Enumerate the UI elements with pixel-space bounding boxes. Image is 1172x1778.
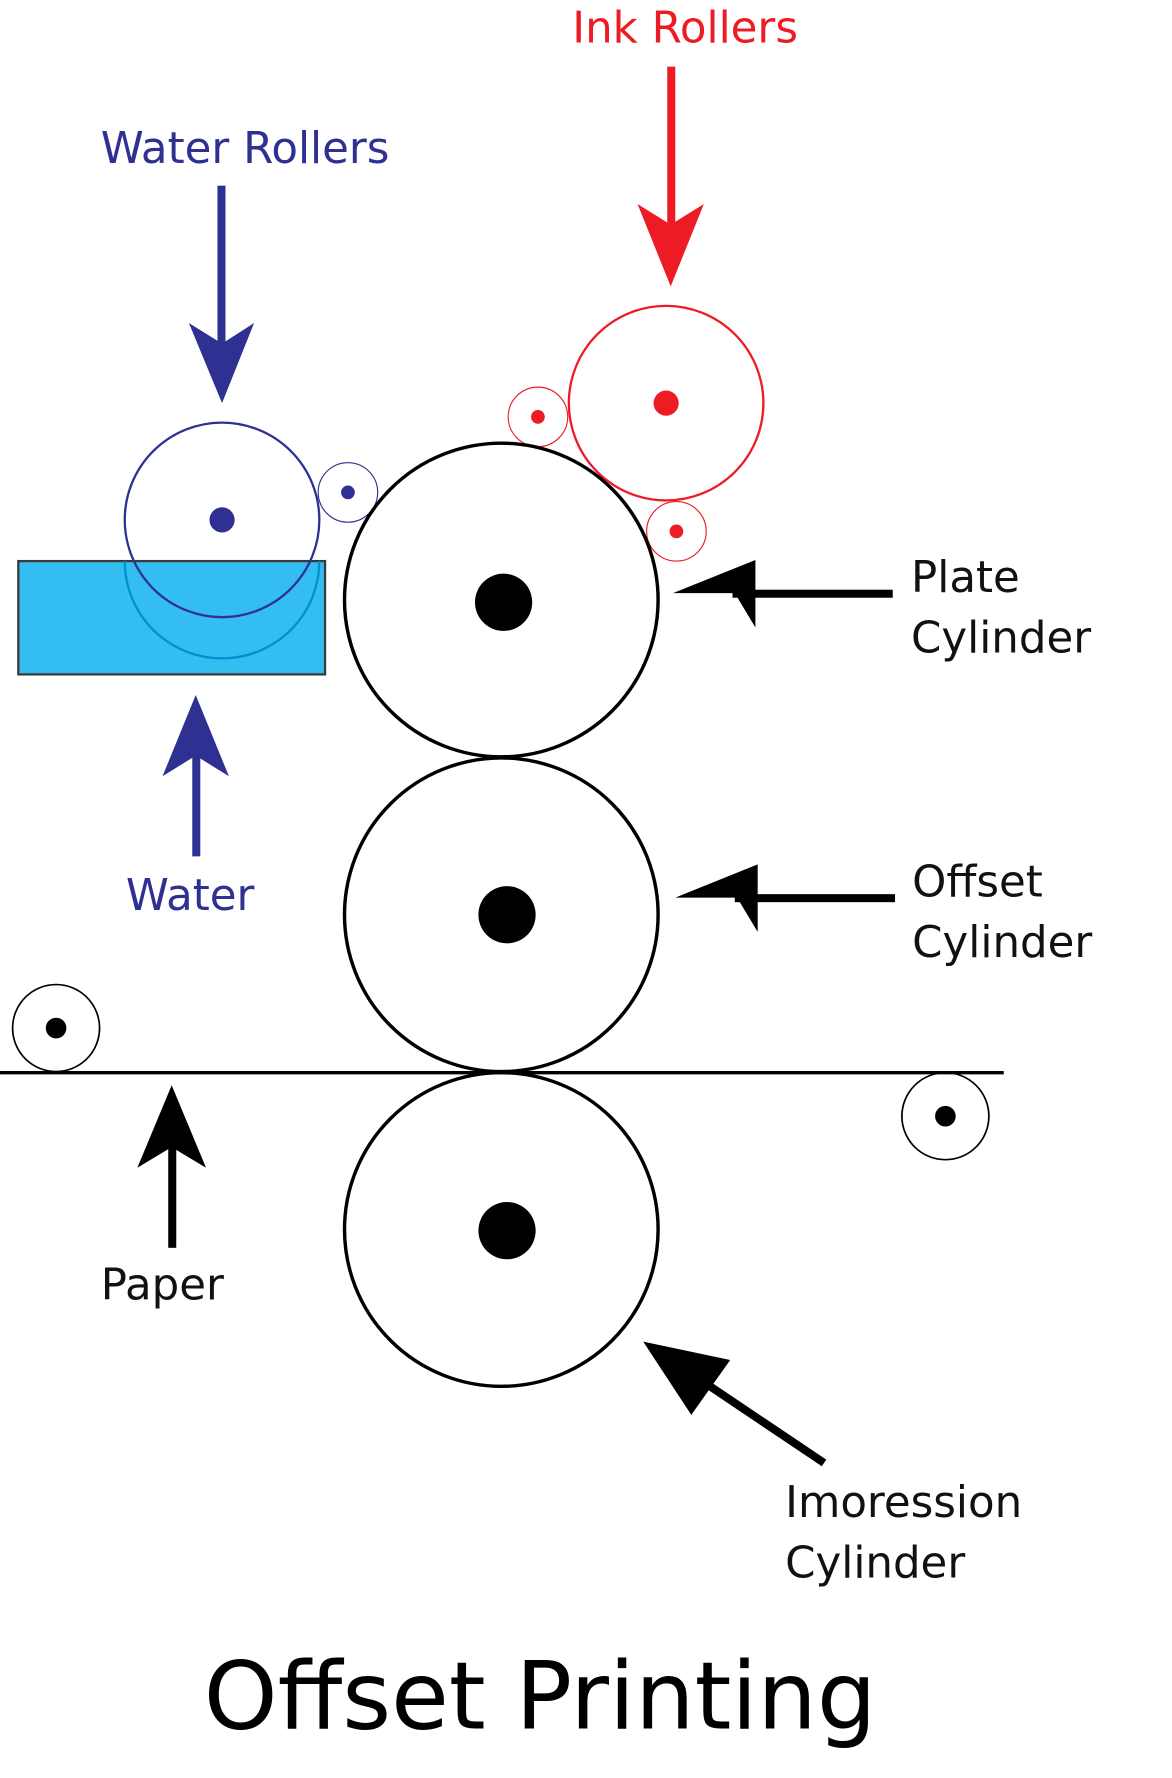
offset-cylinder-label-line2: Cylinder xyxy=(912,918,1092,968)
water-label: Water xyxy=(126,871,255,921)
offset-cylinder-label-line1: Offset xyxy=(912,857,1043,907)
water-roller-small xyxy=(317,462,379,523)
offset-cylinder xyxy=(342,756,660,1074)
water-roller-submerged-arc xyxy=(123,561,321,660)
plate-cylinder-arrow xyxy=(672,559,893,628)
offset-cylinder-arrow xyxy=(675,864,896,932)
plate-cylinder-label-line1: Plate xyxy=(911,553,1020,603)
water-tray xyxy=(17,559,327,676)
ink-rollers-arrow xyxy=(637,66,704,287)
paper-label: Paper xyxy=(101,1260,224,1310)
plate-cylinder-label-line2: Cylinder xyxy=(911,614,1091,664)
ink-roller-large xyxy=(567,304,765,502)
impression-cylinder-label-line1: Imoression xyxy=(785,1478,1022,1528)
ink-roller-small-bottom xyxy=(646,501,707,562)
paper-roller-left xyxy=(11,983,101,1073)
ink-roller-small-left xyxy=(507,386,569,448)
water-arrow xyxy=(162,695,229,857)
paper-roller-right xyxy=(901,1071,990,1161)
impression-cylinder xyxy=(342,1070,660,1389)
water-roller-large xyxy=(123,421,321,619)
ink-rollers-label: Ink Rollers xyxy=(572,4,798,54)
plate-cylinder xyxy=(342,441,660,759)
diagram-title: Offset Printing xyxy=(204,1643,877,1752)
impression-cylinder-arrow xyxy=(643,1341,827,1467)
water-rollers-arrow xyxy=(188,185,255,404)
impression-cylinder-label-line2: Cylinder xyxy=(785,1538,965,1588)
paper-arrow xyxy=(137,1085,207,1248)
water-rollers-label: Water Rollers xyxy=(101,124,390,174)
